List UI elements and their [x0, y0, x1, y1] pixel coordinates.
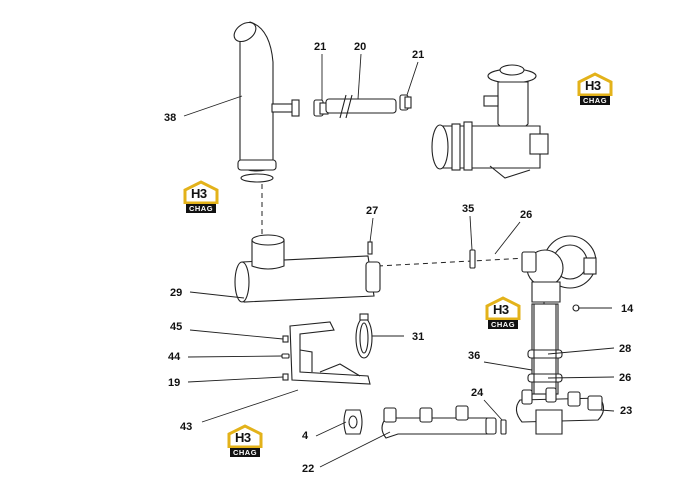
- callout-29: 29: [170, 287, 182, 299]
- logo-caption-text: CHAG: [580, 96, 610, 105]
- callout-35: 35: [462, 203, 474, 215]
- turbocharger-assembly: [521, 235, 597, 312]
- flange-gasket-part-4: [343, 409, 363, 435]
- callout-43: 43: [180, 421, 192, 433]
- clamp-part-21-right: [399, 94, 412, 111]
- gasket-part-35: [469, 249, 476, 269]
- leader-lines: [183, 53, 615, 468]
- callout-28: 28: [619, 343, 631, 355]
- callout-19: 19: [168, 377, 180, 389]
- gasket-part-24: [500, 419, 507, 435]
- logo-house-icon: [577, 72, 613, 96]
- logo-caption-text: CHAG: [186, 204, 216, 213]
- exhaust-manifold-part-22: [381, 405, 497, 439]
- callout-14: 14: [621, 303, 634, 315]
- logo-mark-text: H3: [493, 302, 509, 317]
- callout-31: 31: [412, 331, 424, 343]
- bracket-part-43: [289, 321, 371, 385]
- logo-mark-text: H3: [235, 430, 251, 445]
- callout-26-lower: 26: [619, 372, 631, 384]
- logo-caption-text: CHAG: [230, 448, 260, 457]
- nut-part-19: [282, 373, 289, 381]
- bolt-part-45: [282, 335, 289, 343]
- watermark-logo: H3 CHAG: [226, 424, 264, 458]
- logo-caption-text: CHAG: [488, 320, 518, 329]
- callout-27: 27: [366, 205, 378, 217]
- callout-20: 20: [354, 41, 366, 53]
- callout-24: 24: [471, 387, 484, 399]
- logo-mark-text: H3: [585, 78, 601, 93]
- logo-house-icon: [485, 296, 521, 320]
- callout-21-left: 21: [314, 41, 326, 53]
- callout-23: 23: [620, 405, 632, 417]
- washer-part-44: [281, 353, 290, 359]
- callout-22: 22: [302, 463, 314, 475]
- watermark-logo: H3 CHAG: [182, 180, 220, 214]
- tube-part-20: [325, 94, 397, 119]
- callout-38: 38: [164, 112, 176, 124]
- callout-21-right: 21: [412, 49, 424, 61]
- callout-44: 44: [168, 351, 181, 363]
- clamp-part-21-left: [313, 99, 329, 117]
- callout-26-upper: 26: [520, 209, 532, 221]
- muffler-part-29: [234, 234, 381, 303]
- logo-house-icon: [227, 424, 263, 448]
- logo-mark-text: H3: [191, 186, 207, 201]
- callout-labels: 21 20 21 38 27 35 26 29 14 45 31 28 44 3…: [164, 41, 634, 475]
- connector-pipe-part-36: [527, 303, 563, 395]
- exhaust-manifold-part-23: [515, 387, 605, 435]
- air-filter-assembly: [431, 64, 549, 179]
- callout-36: 36: [468, 350, 480, 362]
- callout-45: 45: [170, 321, 182, 333]
- exhaust-pipe-part-38: [233, 21, 300, 183]
- watermark-logo: H3 CHAG: [576, 72, 614, 106]
- watermark-logo: H3 CHAG: [484, 296, 522, 330]
- band-clamp-part-31: [355, 313, 373, 359]
- callout-4: 4: [302, 430, 309, 442]
- logo-house-icon: [183, 180, 219, 204]
